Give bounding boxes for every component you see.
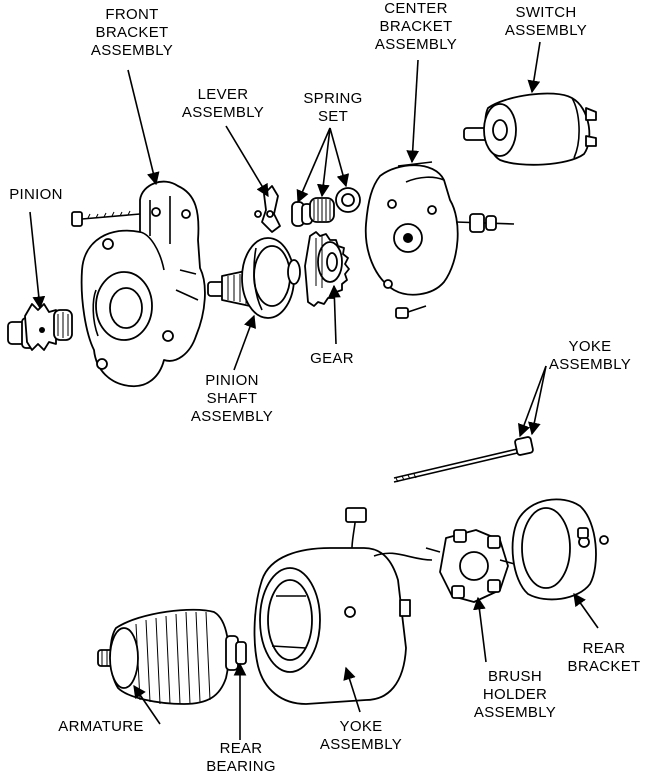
- rear-bracket-label: REAR BRACKET: [567, 640, 641, 675]
- brush-holder-part: [425, 529, 523, 603]
- rear-bracket-part: [511, 498, 609, 601]
- lever-part: [254, 185, 281, 233]
- pinion-shaft-label: PINION SHAFT ASSEMBLY: [190, 372, 274, 425]
- lever-label: LEVER ASSEMBLY: [181, 86, 265, 121]
- center-bracket-label: CENTER BRACKET ASSEMBLY: [374, 0, 458, 53]
- brush-holder-label: BRUSH HOLDER ASSEMBLY: [473, 668, 557, 721]
- armature-label: ARMATURE: [58, 718, 144, 735]
- front-bracket-label: FRONT BRACKET ASSEMBLY: [90, 6, 174, 59]
- armature-part: [97, 608, 247, 705]
- leader-arrows: [29, 41, 599, 740]
- pinion-label: PINION: [9, 186, 63, 203]
- switch-part: [463, 92, 597, 166]
- through-bolt-part: [393, 436, 534, 483]
- pinion-shaft-part: [207, 237, 301, 319]
- spring-set-part: [291, 187, 361, 227]
- spring-set-label: SPRING SET: [303, 90, 363, 125]
- yoke-top-label: YOKE ASSEMBLY: [548, 338, 632, 373]
- yoke-bottom-label: YOKE ASSEMBLY: [319, 718, 403, 753]
- gear-label: GEAR: [310, 350, 354, 367]
- center-bracket-part: [364, 161, 515, 319]
- yoke-part: [253, 507, 433, 705]
- front-bracket-part: [71, 180, 206, 388]
- gear-part: [304, 231, 350, 307]
- switch-label: SWITCH ASSEMBLY: [504, 4, 588, 39]
- pinion-part: [7, 303, 73, 351]
- rear-bearing-label: REAR BEARING: [206, 740, 276, 775]
